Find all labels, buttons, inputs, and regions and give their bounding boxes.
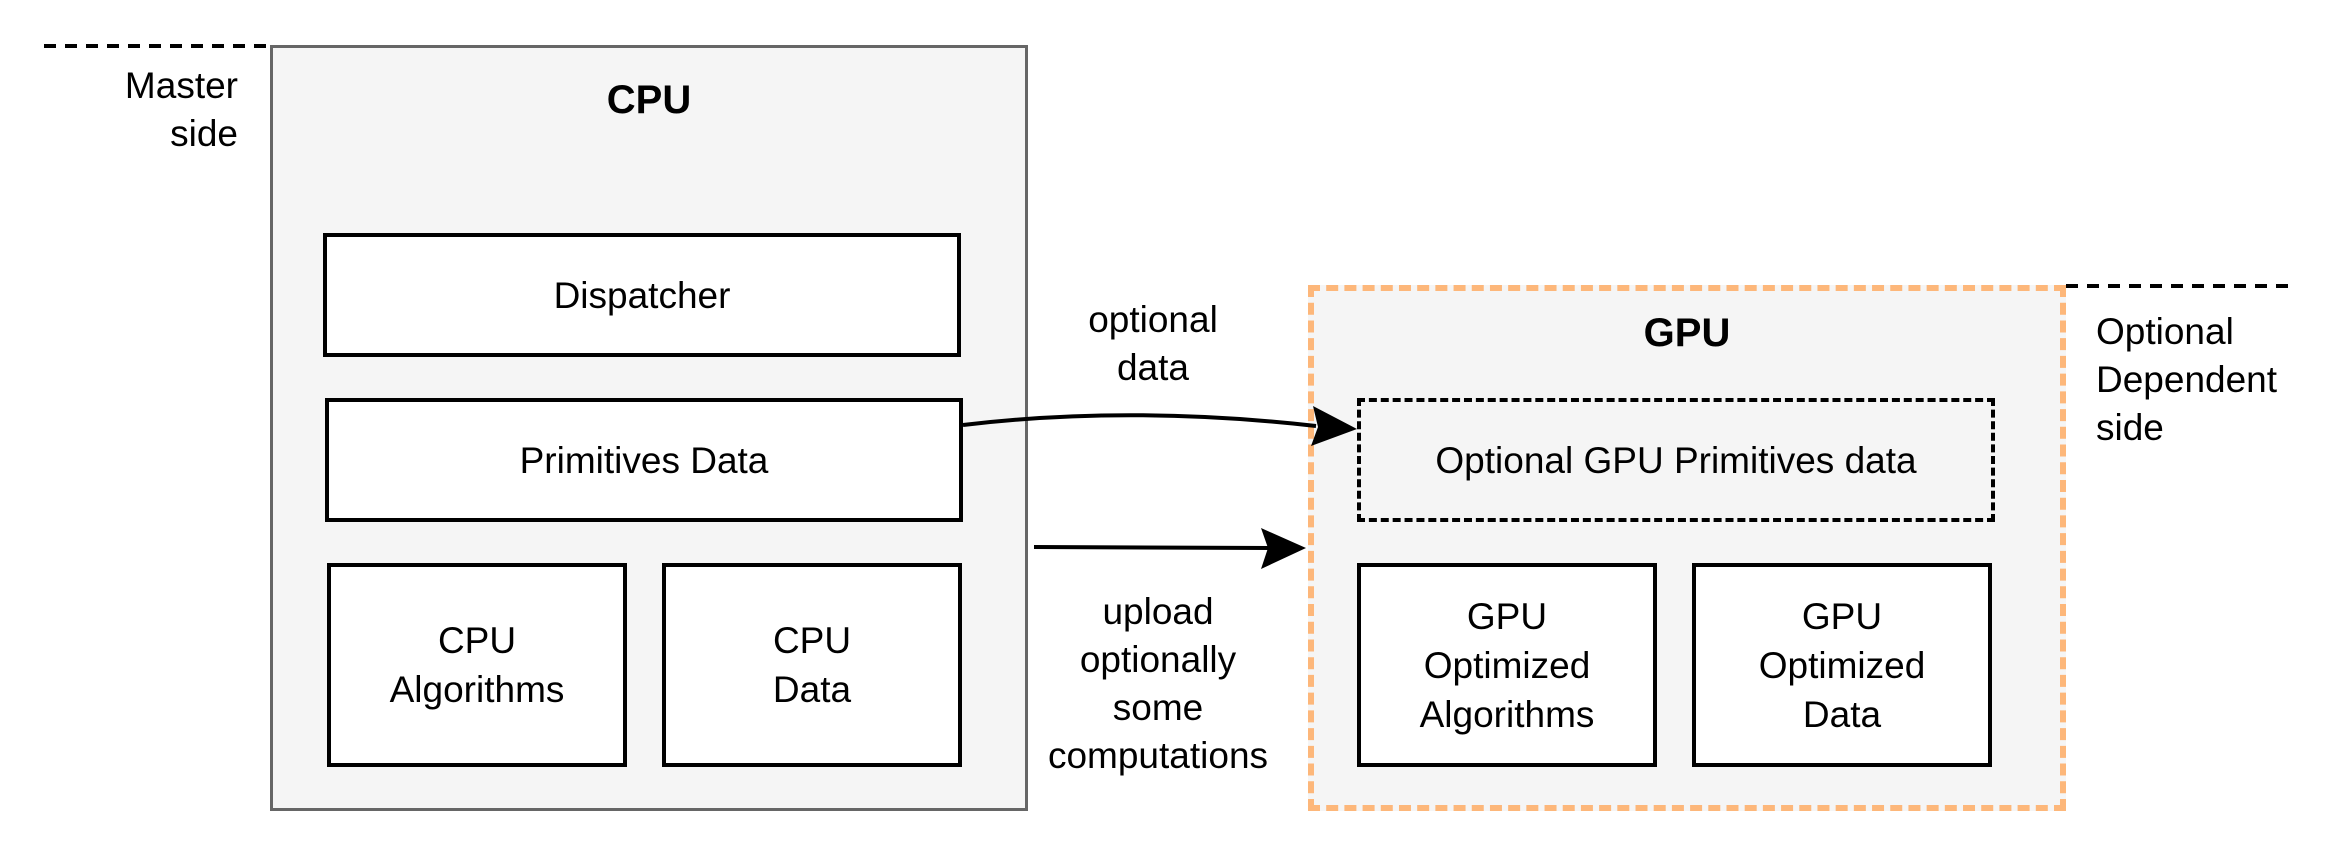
gpu-title: GPU [1643,311,1731,355]
upload-arrow [1033,545,1273,550]
optional-data-label: optional data [1088,299,1218,388]
cpu-data-box: CPU Data [662,563,962,767]
upload-arrowhead [1261,528,1306,569]
gpu-algorithms-box: GPU Optimized Algorithms [1357,563,1657,767]
gpu-primitives-data-box: Optional GPU Primitives data [1357,398,1995,522]
primitives-data-box: Primitives Data [325,398,963,522]
dependent-side-label: Optional Dependent side [2096,311,2278,448]
upload-label: upload optionally some computations [1047,591,1269,776]
cpu-algorithms-box: CPU Algorithms [327,563,627,767]
cpu-title: CPU [606,78,692,122]
gpu-data-box: GPU Optimized Data [1692,563,1992,767]
master-side-label: Master side [124,65,238,154]
dispatcher-box: Dispatcher [323,233,961,357]
